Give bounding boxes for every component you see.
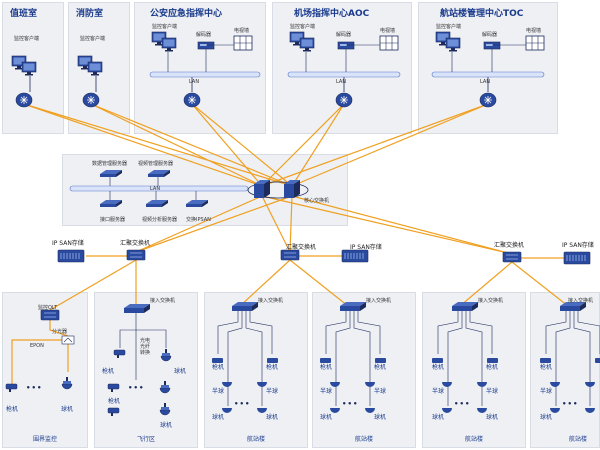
more-devices: ••• xyxy=(454,400,471,408)
label-tv-wall: 电视墙 xyxy=(526,28,542,34)
room-panel-toc xyxy=(418,2,558,134)
label-dome-camera: 球机 xyxy=(485,414,499,421)
label-agg-switch: 汇聚交换机 xyxy=(494,242,525,249)
link-lines xyxy=(11,103,569,384)
label-dome-camera: 球机 xyxy=(431,414,445,421)
label-dome-camera: 球机 xyxy=(173,368,187,375)
room-title: 航站楼管理中心TOC xyxy=(440,9,524,19)
label-core-switch: 核心交换机 xyxy=(304,198,330,204)
label-gun-camera: 枪机 xyxy=(319,364,333,371)
label-dome-camera: 球机 xyxy=(373,414,387,421)
area-panel-terminal-1 xyxy=(204,292,308,448)
label-splitter: 分光器 xyxy=(52,329,68,335)
label-gun-camera: 枪机 xyxy=(107,398,121,405)
label-access-switch: 接入交换机 xyxy=(478,298,504,304)
label-access-server: 接口服务器 xyxy=(100,217,126,223)
label-gun-camera: 枪机 xyxy=(539,364,553,371)
room-title: 消防室 xyxy=(76,9,104,19)
label-ip-san: IP SAN存储 xyxy=(52,240,84,247)
label-half-dome: 半球 xyxy=(373,388,387,395)
label-dome-camera: 球机 xyxy=(539,414,553,421)
label-gun-camera: 枪机 xyxy=(265,364,279,371)
more-devices: ••• xyxy=(342,400,359,408)
label-olt: 监控OLT xyxy=(38,305,58,311)
label-access-switch: 接入交换机 xyxy=(568,298,594,304)
label-dome-camera: 球机 xyxy=(159,422,173,429)
area-title: 飞行区 xyxy=(136,436,156,443)
area-title: 航站楼 xyxy=(354,436,374,443)
label-gun-camera: 枪机 xyxy=(431,364,445,371)
label-dome-camera: 球机 xyxy=(319,414,333,421)
label-half-dome: 半球 xyxy=(539,388,553,395)
label-decoder: 解码器 xyxy=(482,32,498,38)
label-gun-camera: 枪机 xyxy=(373,364,387,371)
label-ip-san: IP SAN存储 xyxy=(350,244,382,251)
label-monitor-client: 监控客户端 xyxy=(14,36,40,42)
lan-label: LAN xyxy=(150,186,161,192)
label-ipsan: 交换IPSAN xyxy=(186,217,211,223)
lan-label: LAN xyxy=(480,79,491,85)
lan-label: LAN xyxy=(189,79,200,85)
room-title: 值班室 xyxy=(10,9,38,19)
label-optical-converter: 光电 光纤 转换 xyxy=(140,338,151,356)
label-half-dome: 半球 xyxy=(485,388,499,395)
label-dome-camera: 球机 xyxy=(60,406,74,413)
label-video-mgmt-server: 视频管理服务器 xyxy=(138,161,174,167)
label-epon: EPON xyxy=(30,343,44,349)
label-tv-wall: 电视墙 xyxy=(380,28,396,34)
lan-label: LAN xyxy=(336,79,347,85)
area-title: 航站楼 xyxy=(246,436,266,443)
more-devices: ••• xyxy=(234,400,251,408)
label-agg-switch: 汇聚交换机 xyxy=(286,244,317,251)
area-panel-terminal-2 xyxy=(312,292,416,448)
more-devices: ••• xyxy=(562,400,579,408)
room-title: 机场指挥中心AOC xyxy=(294,9,370,19)
label-agg-switch: 汇聚交换机 xyxy=(120,240,151,247)
room-panel-aoc xyxy=(272,2,412,134)
more-devices: ••• xyxy=(128,384,145,392)
label-dome-camera: 球机 xyxy=(211,414,225,421)
label-access-switch: 接入交换机 xyxy=(150,298,176,304)
label-access-switch: 接入交换机 xyxy=(366,298,392,304)
label-monitor-client: 监控客户端 xyxy=(80,36,106,42)
label-decoder: 解码器 xyxy=(196,32,212,38)
room-title: 公安应急指挥中心 xyxy=(150,9,223,19)
label-access-switch: 接入交换机 xyxy=(258,298,284,304)
label-half-dome: 半球 xyxy=(265,388,279,395)
label-half-dome: 半球 xyxy=(211,388,225,395)
label-tv-wall: 电视墙 xyxy=(234,28,250,34)
label-monitor-client: 监控客户端 xyxy=(152,24,178,30)
label-gun-camera: 枪机 xyxy=(5,406,19,413)
label-monitor-client: 监控客户端 xyxy=(290,24,316,30)
more-devices: ••• xyxy=(26,384,43,392)
label-half-dome: 半球 xyxy=(431,388,445,395)
area-title: 航站楼 xyxy=(568,436,588,443)
label-gun-camera: 枪机 xyxy=(485,364,499,371)
label-gun-camera: 枪机 xyxy=(101,368,115,375)
label-ip-san: IP SAN存储 xyxy=(562,242,594,249)
label-video-analysis-server: 视频分析服务器 xyxy=(142,217,178,223)
area-panel-terminal-4 xyxy=(530,292,600,448)
label-monitor-client: 监控客户端 xyxy=(436,24,462,30)
area-title: 围界监控 xyxy=(32,436,58,443)
label-decoder: 解码器 xyxy=(336,32,352,38)
area-panel-airside xyxy=(94,292,198,448)
area-panel-terminal-3 xyxy=(422,292,526,448)
label-dome-camera: 球机 xyxy=(265,414,279,421)
label-gun-camera: 枪机 xyxy=(211,364,225,371)
label-data-mgmt-server: 数据管理服务器 xyxy=(92,161,128,167)
room-panel-police xyxy=(134,2,266,134)
label-half-dome: 半球 xyxy=(319,388,333,395)
area-title: 航站楼 xyxy=(464,436,484,443)
